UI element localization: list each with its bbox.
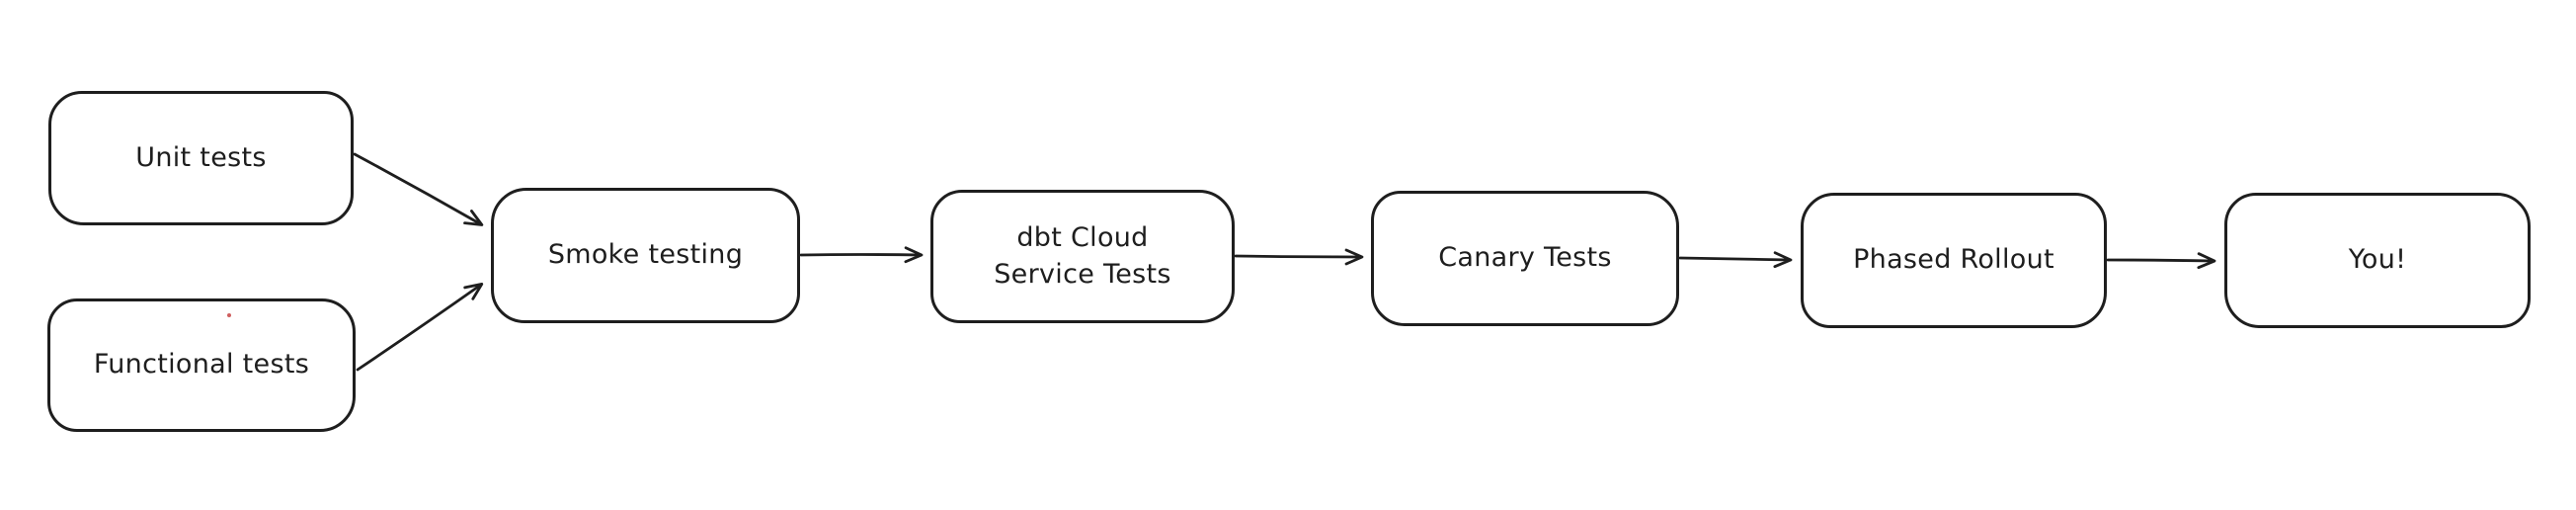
node-you-label: You! bbox=[2348, 244, 2407, 276]
edge-unit-tests-to-smoke-testing bbox=[353, 152, 484, 226]
node-functional-tests-label: Functional tests bbox=[93, 349, 310, 381]
node-canary-tests-label: Canary Tests bbox=[1438, 242, 1612, 274]
node-unit-tests-label: Unit tests bbox=[135, 141, 267, 173]
edge-phased-rollout-to-you bbox=[2106, 252, 2216, 270]
edge-canary-tests-to-phased-rollout bbox=[1678, 251, 1793, 269]
node-smoke-testing-label: Smoke testing bbox=[547, 239, 744, 271]
node-smoke-testing: Smoke testing bbox=[491, 188, 800, 323]
node-canary-tests: Canary Tests bbox=[1371, 191, 1679, 326]
node-dbt-cloud-service-tests: dbt Cloud Service Tests bbox=[930, 190, 1235, 323]
node-you: You! bbox=[2224, 193, 2531, 328]
edge-functional-tests-to-smoke-testing bbox=[356, 283, 484, 372]
node-phased-rollout: Phased Rollout bbox=[1801, 193, 2107, 328]
node-dbt-cloud-service-tests-label: dbt Cloud Service Tests bbox=[994, 222, 1171, 290]
edge-dbt-cloud-service-tests-to-canary-tests bbox=[1234, 248, 1364, 266]
node-unit-tests: Unit tests bbox=[48, 91, 354, 225]
node-phased-rollout-label: Phased Rollout bbox=[1853, 244, 2054, 276]
edge-smoke-testing-to-dbt-cloud-service-tests bbox=[799, 246, 924, 264]
node-functional-tests: Functional tests bbox=[47, 298, 356, 432]
red-dot-artifact bbox=[227, 313, 231, 317]
